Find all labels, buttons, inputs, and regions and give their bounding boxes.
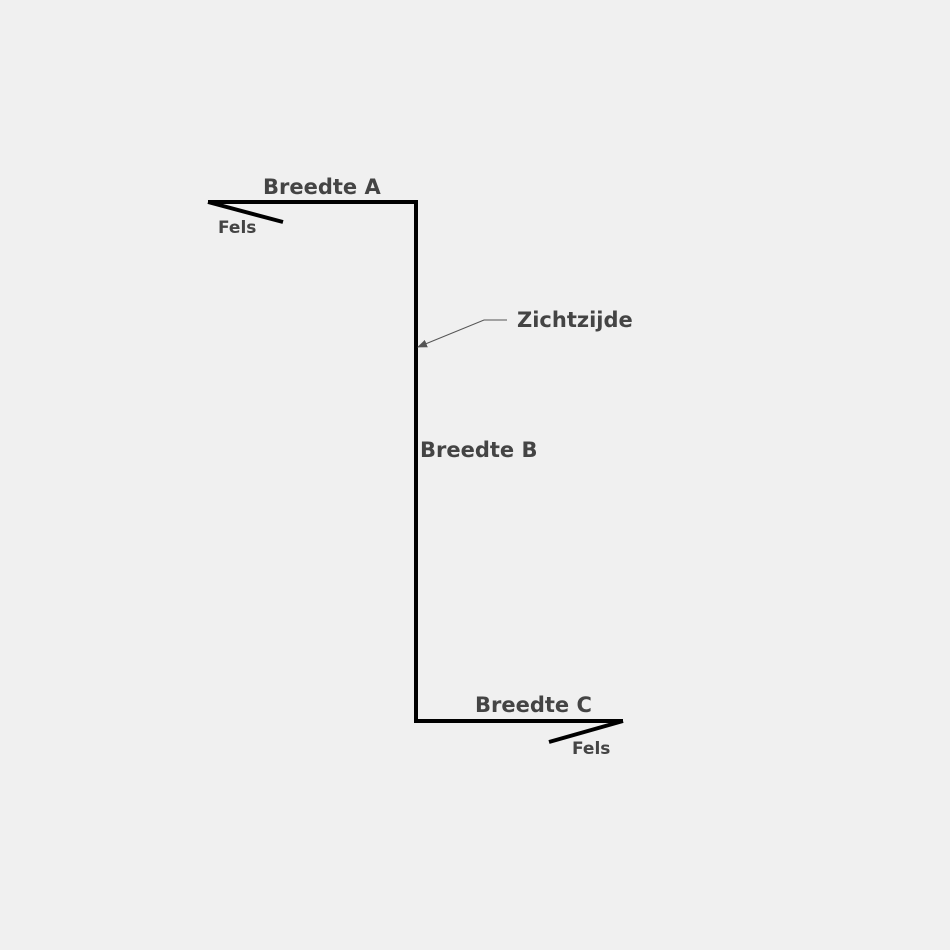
label-breedte-c: Breedte C: [475, 693, 592, 717]
label-fels-top: Fels: [218, 218, 256, 238]
label-breedte-b: Breedte B: [420, 438, 537, 462]
label-breedte-a: Breedte A: [263, 175, 381, 199]
fels-top-line: [207, 200, 284, 224]
profile-main-line: [208, 200, 623, 723]
label-fels-bottom: Fels: [572, 739, 610, 759]
zichtzijde-leader-line: [417, 319, 507, 348]
fels-bottom-line: [548, 719, 624, 744]
label-zichtzijde: Zichtzijde: [517, 308, 633, 332]
